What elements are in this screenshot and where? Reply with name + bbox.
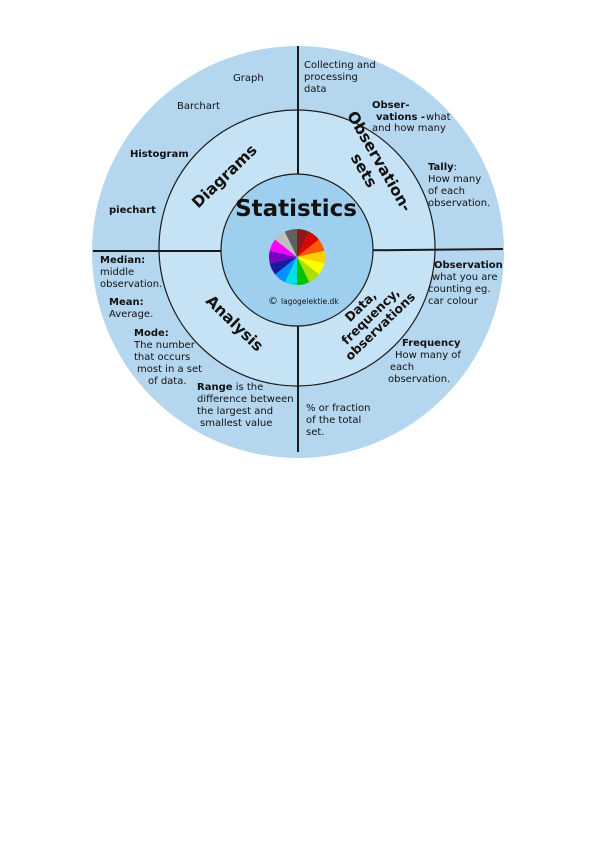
svg-text:Median:: Median:: [100, 255, 145, 266]
color-pie-slice: [275, 257, 297, 283]
diagram-item-barchart: Barchart: [177, 101, 220, 112]
svg-text:processing: processing: [304, 72, 358, 83]
svg-text:set.: set.: [306, 427, 324, 438]
observations-definition: Obser- vations - what and how many: [372, 100, 451, 134]
diagram-item-graph: Graph: [233, 73, 264, 84]
svg-text:of each: of each: [428, 186, 465, 197]
copyright-text: lagogelektie.dk: [281, 297, 339, 306]
color-pie-slice: [269, 239, 297, 257]
svg-text:How many of: How many of: [395, 350, 461, 361]
color-pie-slice: [268, 250, 297, 264]
svg-text:Observation: Observation: [434, 260, 503, 271]
svg-text:observation.: observation.: [388, 374, 450, 385]
svg-text:that occurs: that occurs: [134, 352, 190, 363]
svg-text:vations -: vations -: [376, 112, 425, 123]
svg-text:counting eg.: counting eg.: [428, 284, 491, 295]
svg-text:Collecting and: Collecting and: [304, 60, 376, 71]
svg-text:Average.: Average.: [109, 309, 153, 320]
svg-text:middle: middle: [100, 267, 134, 278]
svg-text:How many: How many: [428, 174, 481, 185]
svg-text:% or fraction: % or fraction: [306, 403, 371, 414]
svg-text:Obser-: Obser-: [372, 100, 409, 111]
observation-definition: Observation what you are counting eg. ca…: [428, 260, 503, 307]
fraction-definition: % or fraction of the total set.: [306, 403, 371, 438]
svg-text:of the total: of the total: [306, 415, 361, 426]
diagram-item-piechart: piechart: [109, 205, 156, 216]
diagram-item-histogram: Histogram: [130, 149, 189, 160]
svg-text:Mean:: Mean:: [109, 297, 144, 308]
svg-text:Range is the: Range is the: [197, 382, 263, 393]
svg-text:most in a set: most in a set: [137, 364, 202, 375]
range-definition: Range is the difference between the larg…: [197, 382, 294, 429]
color-pie-slice: [297, 257, 325, 275]
svg-text:Mode:: Mode:: [134, 328, 169, 339]
median-definition: Median: middle observation.: [100, 255, 162, 290]
color-pie-slice: [275, 231, 297, 257]
svg-text:Frequency: Frequency: [402, 338, 461, 349]
mode-definition: Mode: The number that occurs most in a s…: [133, 328, 202, 387]
center-title: Statistics: [235, 196, 357, 222]
svg-text:smallest value: smallest value: [200, 418, 272, 429]
svg-text:car colour: car colour: [428, 296, 479, 307]
color-pie-slice: [297, 250, 326, 264]
svg-text:observation.: observation.: [100, 279, 162, 290]
color-pie-slice: [284, 257, 297, 285]
svg-text:The number: The number: [133, 340, 196, 351]
color-pie-slice: [269, 257, 297, 275]
svg-text:each: each: [390, 362, 414, 373]
copyright-symbol: ©: [268, 296, 278, 307]
color-pie-slice: [297, 231, 319, 257]
tally-definition: Tally: How many of each observation.: [428, 162, 490, 209]
color-pie-slice: [297, 239, 325, 257]
color-pie-slice: [284, 229, 297, 257]
color-pie-slice: [297, 229, 310, 257]
svg-text:observation.: observation.: [428, 198, 490, 209]
color-pie-slice: [297, 257, 310, 285]
collecting-data-text: Collecting and processing data: [304, 60, 376, 95]
svg-text:what you are: what you are: [432, 272, 497, 283]
svg-text:what: what: [426, 112, 451, 123]
svg-text:Tally:: Tally:: [428, 162, 457, 173]
svg-text:the largest and: the largest and: [197, 406, 273, 417]
color-pie-icon: [268, 229, 326, 285]
svg-text:and how many: and how many: [372, 123, 446, 134]
mean-definition: Mean: Average.: [109, 297, 153, 320]
svg-text:data: data: [304, 84, 327, 95]
frequency-definition: Frequency How many of each observation.: [388, 338, 461, 385]
color-pie-slice: [297, 257, 319, 283]
svg-text:difference between: difference between: [197, 394, 294, 405]
svg-text:of data.: of data.: [148, 376, 187, 387]
